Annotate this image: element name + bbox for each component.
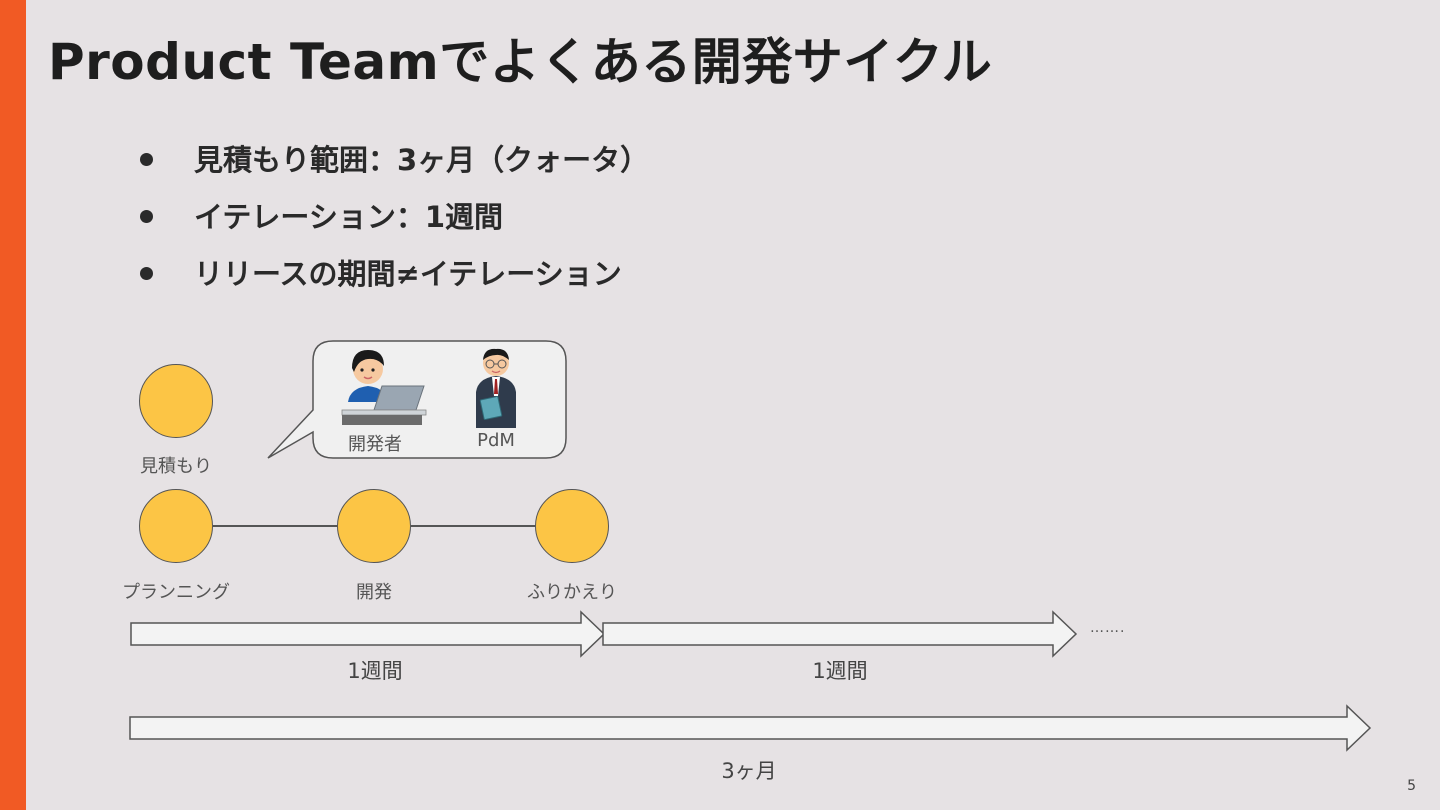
continuation-ellipsis: …….	[1090, 620, 1126, 636]
quarter-label: 3ヶ月	[721, 759, 777, 783]
planning-circle	[139, 489, 213, 563]
retrospective-label: ふりかえり	[527, 582, 617, 603]
bullet-dot-icon	[140, 210, 153, 223]
estimate-circle	[139, 364, 213, 438]
iteration-arrow-1	[130, 610, 606, 658]
accent-bar	[0, 0, 26, 810]
planning-label: プランニング	[122, 582, 230, 603]
quarter-arrow	[129, 704, 1372, 752]
role-label-developer: 開発者	[348, 434, 402, 455]
page-number: 5	[1407, 778, 1416, 794]
development-circle	[337, 489, 411, 563]
slide-title: Product Teamでよくある開発サイクル	[48, 33, 993, 91]
iteration-arrow-2	[602, 610, 1078, 658]
retrospective-circle	[535, 489, 609, 563]
product-manager-icon	[476, 348, 516, 428]
bullet-item: イテレーション：1週間	[138, 195, 649, 252]
bullet-list: 見積もり範囲：3ヶ月（クォータ） イテレーション：1週間 リリースの期間≠イテレ…	[138, 138, 649, 309]
connector-line	[411, 525, 535, 527]
bullet-item: 見積もり範囲：3ヶ月（クォータ）	[138, 138, 649, 195]
iteration-label-2: 1週間	[812, 659, 868, 683]
estimate-label: 見積もり	[140, 456, 212, 477]
bullet-text: 見積もり範囲：3ヶ月（クォータ）	[194, 143, 650, 177]
development-label: 開発	[356, 582, 392, 603]
connector-line	[213, 525, 337, 527]
bullet-dot-icon	[140, 267, 153, 280]
bullet-text: イテレーション：1週間	[194, 200, 504, 234]
bullet-dot-icon	[140, 153, 153, 166]
developer-at-laptop-icon	[341, 350, 427, 425]
iteration-label-1: 1週間	[347, 659, 403, 683]
role-label-pdm: PdM	[477, 430, 515, 451]
bullet-text: リリースの期間≠イテレーション	[194, 257, 622, 291]
bullet-item: リリースの期間≠イテレーション	[138, 252, 649, 309]
